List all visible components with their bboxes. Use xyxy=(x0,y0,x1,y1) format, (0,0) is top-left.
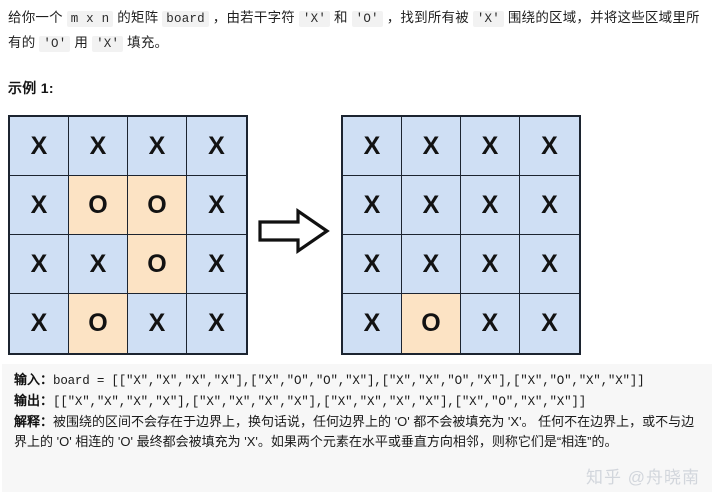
input-board-cell-r3-c3: X xyxy=(187,294,246,353)
input-board-cell-r2-c2: O xyxy=(128,235,187,294)
output-board-cell-r3-c2: X xyxy=(461,294,520,353)
input-board-cell-r1-c0: X xyxy=(10,176,69,235)
output-label: 输出： xyxy=(14,393,54,408)
example-heading: 示例 1: xyxy=(8,80,54,96)
input-board-cell-r0-c2: X xyxy=(128,117,187,176)
code-chip-o-1: 'O' xyxy=(351,11,383,27)
input-board-cell-r2-c3: X xyxy=(187,235,246,294)
note-line: 解释：被围绕的区间不会存在于边界上，换句话说，任何边界上的 'O' 都不会被填充… xyxy=(14,412,702,452)
output-board-cell-r1-c3: X xyxy=(520,176,579,235)
code-chip-o-2: 'O' xyxy=(39,36,71,52)
input-board-cell-r2-c1: X xyxy=(69,235,128,294)
code-chip-x-3: 'X' xyxy=(92,36,124,52)
code-chip-x-2: 'X' xyxy=(472,11,504,27)
output-board-cell-r1-c1: X xyxy=(402,176,461,235)
input-board-cell-r3-c0: X xyxy=(10,294,69,353)
input-board-cell-r0-c3: X xyxy=(187,117,246,176)
note-text: 被围绕的区间不会存在于边界上，换句话说，任何边界上的 'O' 都不会被填充为 '… xyxy=(14,414,695,449)
output-board-cell-r2-c3: X xyxy=(520,235,579,294)
statement-text-6: 围绕的区域，并将这些区域里所有的 xyxy=(8,10,700,50)
input-value: board = [["X","X","X","X"],["X","O","O",… xyxy=(53,374,645,388)
output-board-cell-r0-c3: X xyxy=(520,117,579,176)
input-board-cell-r1-c2: O xyxy=(128,176,187,235)
output-line: 输出：[["X","X","X","X"],["X","X","X","X"],… xyxy=(14,391,702,412)
statement-text-2: 的矩阵 xyxy=(113,10,163,25)
input-board-cell-r1-c1: O xyxy=(69,176,128,235)
output-board-cell-r3-c0: X xyxy=(343,294,402,353)
explanation-block: 输入：board = [["X","X","X","X"],["X","O","… xyxy=(2,364,712,492)
input-board-cell-r1-c3: X xyxy=(187,176,246,235)
input-board-cell-r0-c0: X xyxy=(10,117,69,176)
input-board-cell-r3-c1: O xyxy=(69,294,128,353)
code-chip-mxn: m x n xyxy=(66,11,114,27)
output-board-cell-r3-c1: O xyxy=(402,294,461,353)
statement-text-3: ，由若干字符 xyxy=(208,10,299,25)
note-label: 解释： xyxy=(14,414,54,429)
output-board-cell-r0-c1: X xyxy=(402,117,461,176)
statement-text-5: ，找到所有被 xyxy=(382,10,473,25)
right-arrow-icon xyxy=(258,206,330,256)
code-chip-board: board xyxy=(162,11,209,27)
output-board-cell-r2-c0: X xyxy=(343,235,402,294)
input-line: 输入：board = [["X","X","X","X"],["X","O","… xyxy=(14,370,702,391)
statement-text-8: 填充。 xyxy=(123,35,169,50)
input-board-cell-r3-c2: X xyxy=(128,294,187,353)
statement-text-4: 和 xyxy=(330,10,352,25)
input-label: 输入： xyxy=(14,372,54,387)
input-board-cell-r0-c1: X xyxy=(69,117,128,176)
statement-text-1: 给你一个 xyxy=(8,10,67,25)
output-board-cell-r2-c1: X xyxy=(402,235,461,294)
output-board-cell-r0-c2: X xyxy=(461,117,520,176)
watermark: 知乎 @舟晓南 xyxy=(586,468,700,487)
problem-statement: 给你一个 m x n 的矩阵 board ，由若干字符 'X' 和 'O' ，找… xyxy=(8,6,708,56)
statement-text-7: 用 xyxy=(70,35,93,50)
input-board-cell-r2-c0: X xyxy=(10,235,69,294)
output-board-cell-r1-c0: X xyxy=(343,176,402,235)
output-board-cell-r1-c2: X xyxy=(461,176,520,235)
code-chip-x-1: 'X' xyxy=(298,11,331,27)
output-value: [["X","X","X","X"],["X","X","X","X"],["X… xyxy=(53,395,587,409)
output-board-cell-r0-c0: X xyxy=(343,117,402,176)
output-board-cell-r2-c2: X xyxy=(461,235,520,294)
output-board-cell-r3-c3: X xyxy=(520,294,579,353)
